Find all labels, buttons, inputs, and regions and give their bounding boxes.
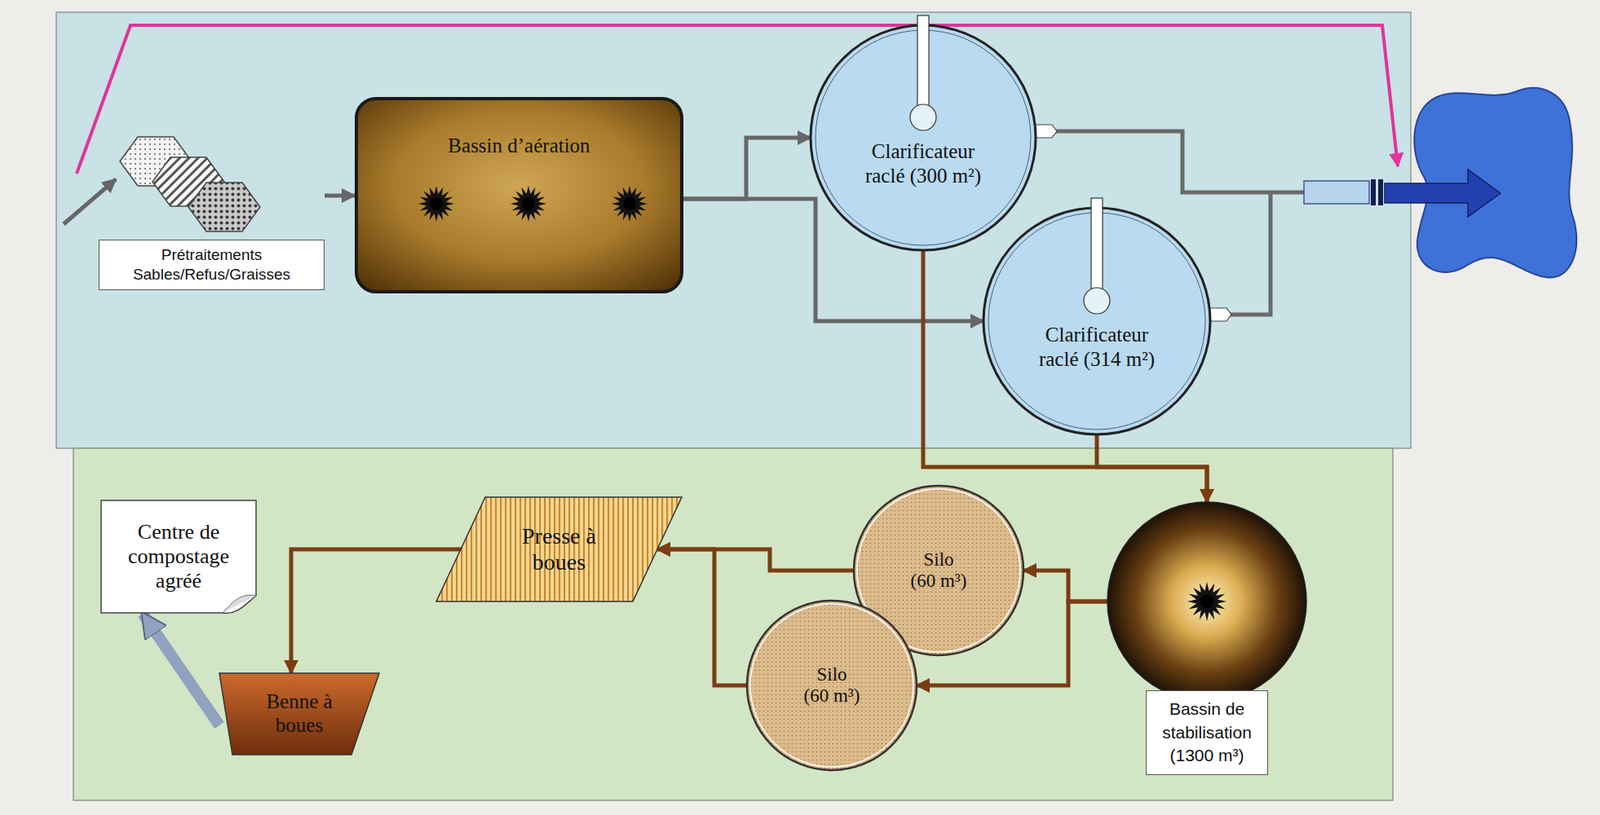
outflow-pipe [1055, 131, 1304, 193]
node-label: Prétraitements Sables/Refus/Graisses [107, 245, 316, 285]
basin-outline [356, 98, 682, 292]
flow-connector [683, 137, 811, 199]
node-label: Clarificateur raclé (314 m²) [1027, 322, 1167, 372]
aeration-basin: Bassin d’aération [354, 97, 684, 294]
node-label: Silo (60 m³) [803, 664, 862, 708]
skip-outline [219, 673, 380, 756]
bypass-line [76, 25, 1398, 174]
paper-curl [222, 595, 257, 614]
aerator-hub [1200, 595, 1215, 610]
text-block: Clarificateur raclé (314 m²) [1027, 322, 1167, 372]
outlet-pipe [1303, 181, 1370, 204]
text-block: Clarificateur raclé (300 m²) [853, 139, 993, 189]
pretreatment-box: Prétraitements Sables/Refus/Graisses [98, 117, 325, 298]
scraper-bridge [917, 15, 929, 118]
node-label: Bassin d’aération [364, 134, 675, 159]
composting-centre: Centre de compostage agréé [100, 499, 257, 615]
silo-outline [746, 601, 917, 771]
clarifier-circle: Clarificateur raclé (314 m²) [981, 206, 1212, 437]
press-outline [436, 497, 682, 602]
scraper-bridge [1091, 198, 1103, 301]
label-box: Bassin de stabilisation (1300 m³) [1145, 690, 1269, 775]
aerator-symbol [1187, 582, 1227, 622]
silo-circle: Silo (60 m³) [745, 599, 919, 773]
sludge-line-band [73, 448, 1393, 801]
aerator-symbol [418, 185, 455, 222]
stabilisation-basin: Bassin de stabilisation (1300 m³) [1104, 499, 1309, 781]
text-block: Presse à boues [510, 523, 609, 576]
text-block: Benne à boues [254, 690, 345, 739]
flow-connector [1023, 570, 1108, 602]
flow-connector [291, 549, 461, 674]
node-label: Silo (60 m³) [910, 549, 968, 593]
node-label: Centre de compostage agréé [117, 520, 240, 594]
text-block: Bassin d’aération [364, 134, 675, 159]
aerator-symbol [611, 185, 648, 222]
aerator-hub [429, 197, 442, 210]
flow-connector [1096, 434, 1207, 503]
flow-connector [142, 614, 220, 726]
outflow-pipe [1229, 192, 1271, 315]
silo-rim [750, 604, 914, 768]
aerator-hub [623, 197, 636, 210]
shape-outline [808, 23, 1038, 252]
sludge-skip: Benne à boues [219, 673, 380, 756]
pretreatment-hexagon [188, 182, 261, 232]
node-label: Bassin de stabilisation (1300 m³) [1156, 698, 1258, 768]
node-label: Clarificateur raclé (300 m²) [853, 139, 993, 189]
text-block: Centre de compostage agréé [117, 520, 240, 594]
outlet-band [1378, 179, 1384, 206]
flow-connector [324, 194, 355, 199]
river [1414, 88, 1577, 279]
aerator-symbol [510, 185, 547, 222]
water-line-band [56, 12, 1411, 449]
discharge-arrow [1384, 169, 1501, 217]
node-label: Presse à boues [510, 523, 609, 576]
label-box: Prétraitements Sables/Refus/Graisses [98, 239, 325, 291]
scraper-pivot [1083, 287, 1110, 314]
paper-outline [101, 500, 257, 614]
text-block: Silo (60 m³) [910, 549, 968, 593]
shape-outline [354, 97, 684, 294]
clarifier-circle: Clarificateur raclé (300 m²) [808, 23, 1038, 252]
aerator-hub [521, 197, 535, 210]
stabilisation-outline [1107, 502, 1307, 702]
flow-connector [657, 549, 747, 686]
inlet-arrow [63, 179, 116, 225]
flow-connector [657, 549, 854, 571]
outlet-band [1370, 179, 1376, 206]
sludge-press: Presse à boues [436, 497, 682, 602]
scraper-pivot [910, 104, 937, 131]
shape-outline [981, 206, 1212, 437]
text-block: Silo (60 m³) [803, 664, 862, 708]
node-label: Benne à boues [254, 690, 345, 739]
